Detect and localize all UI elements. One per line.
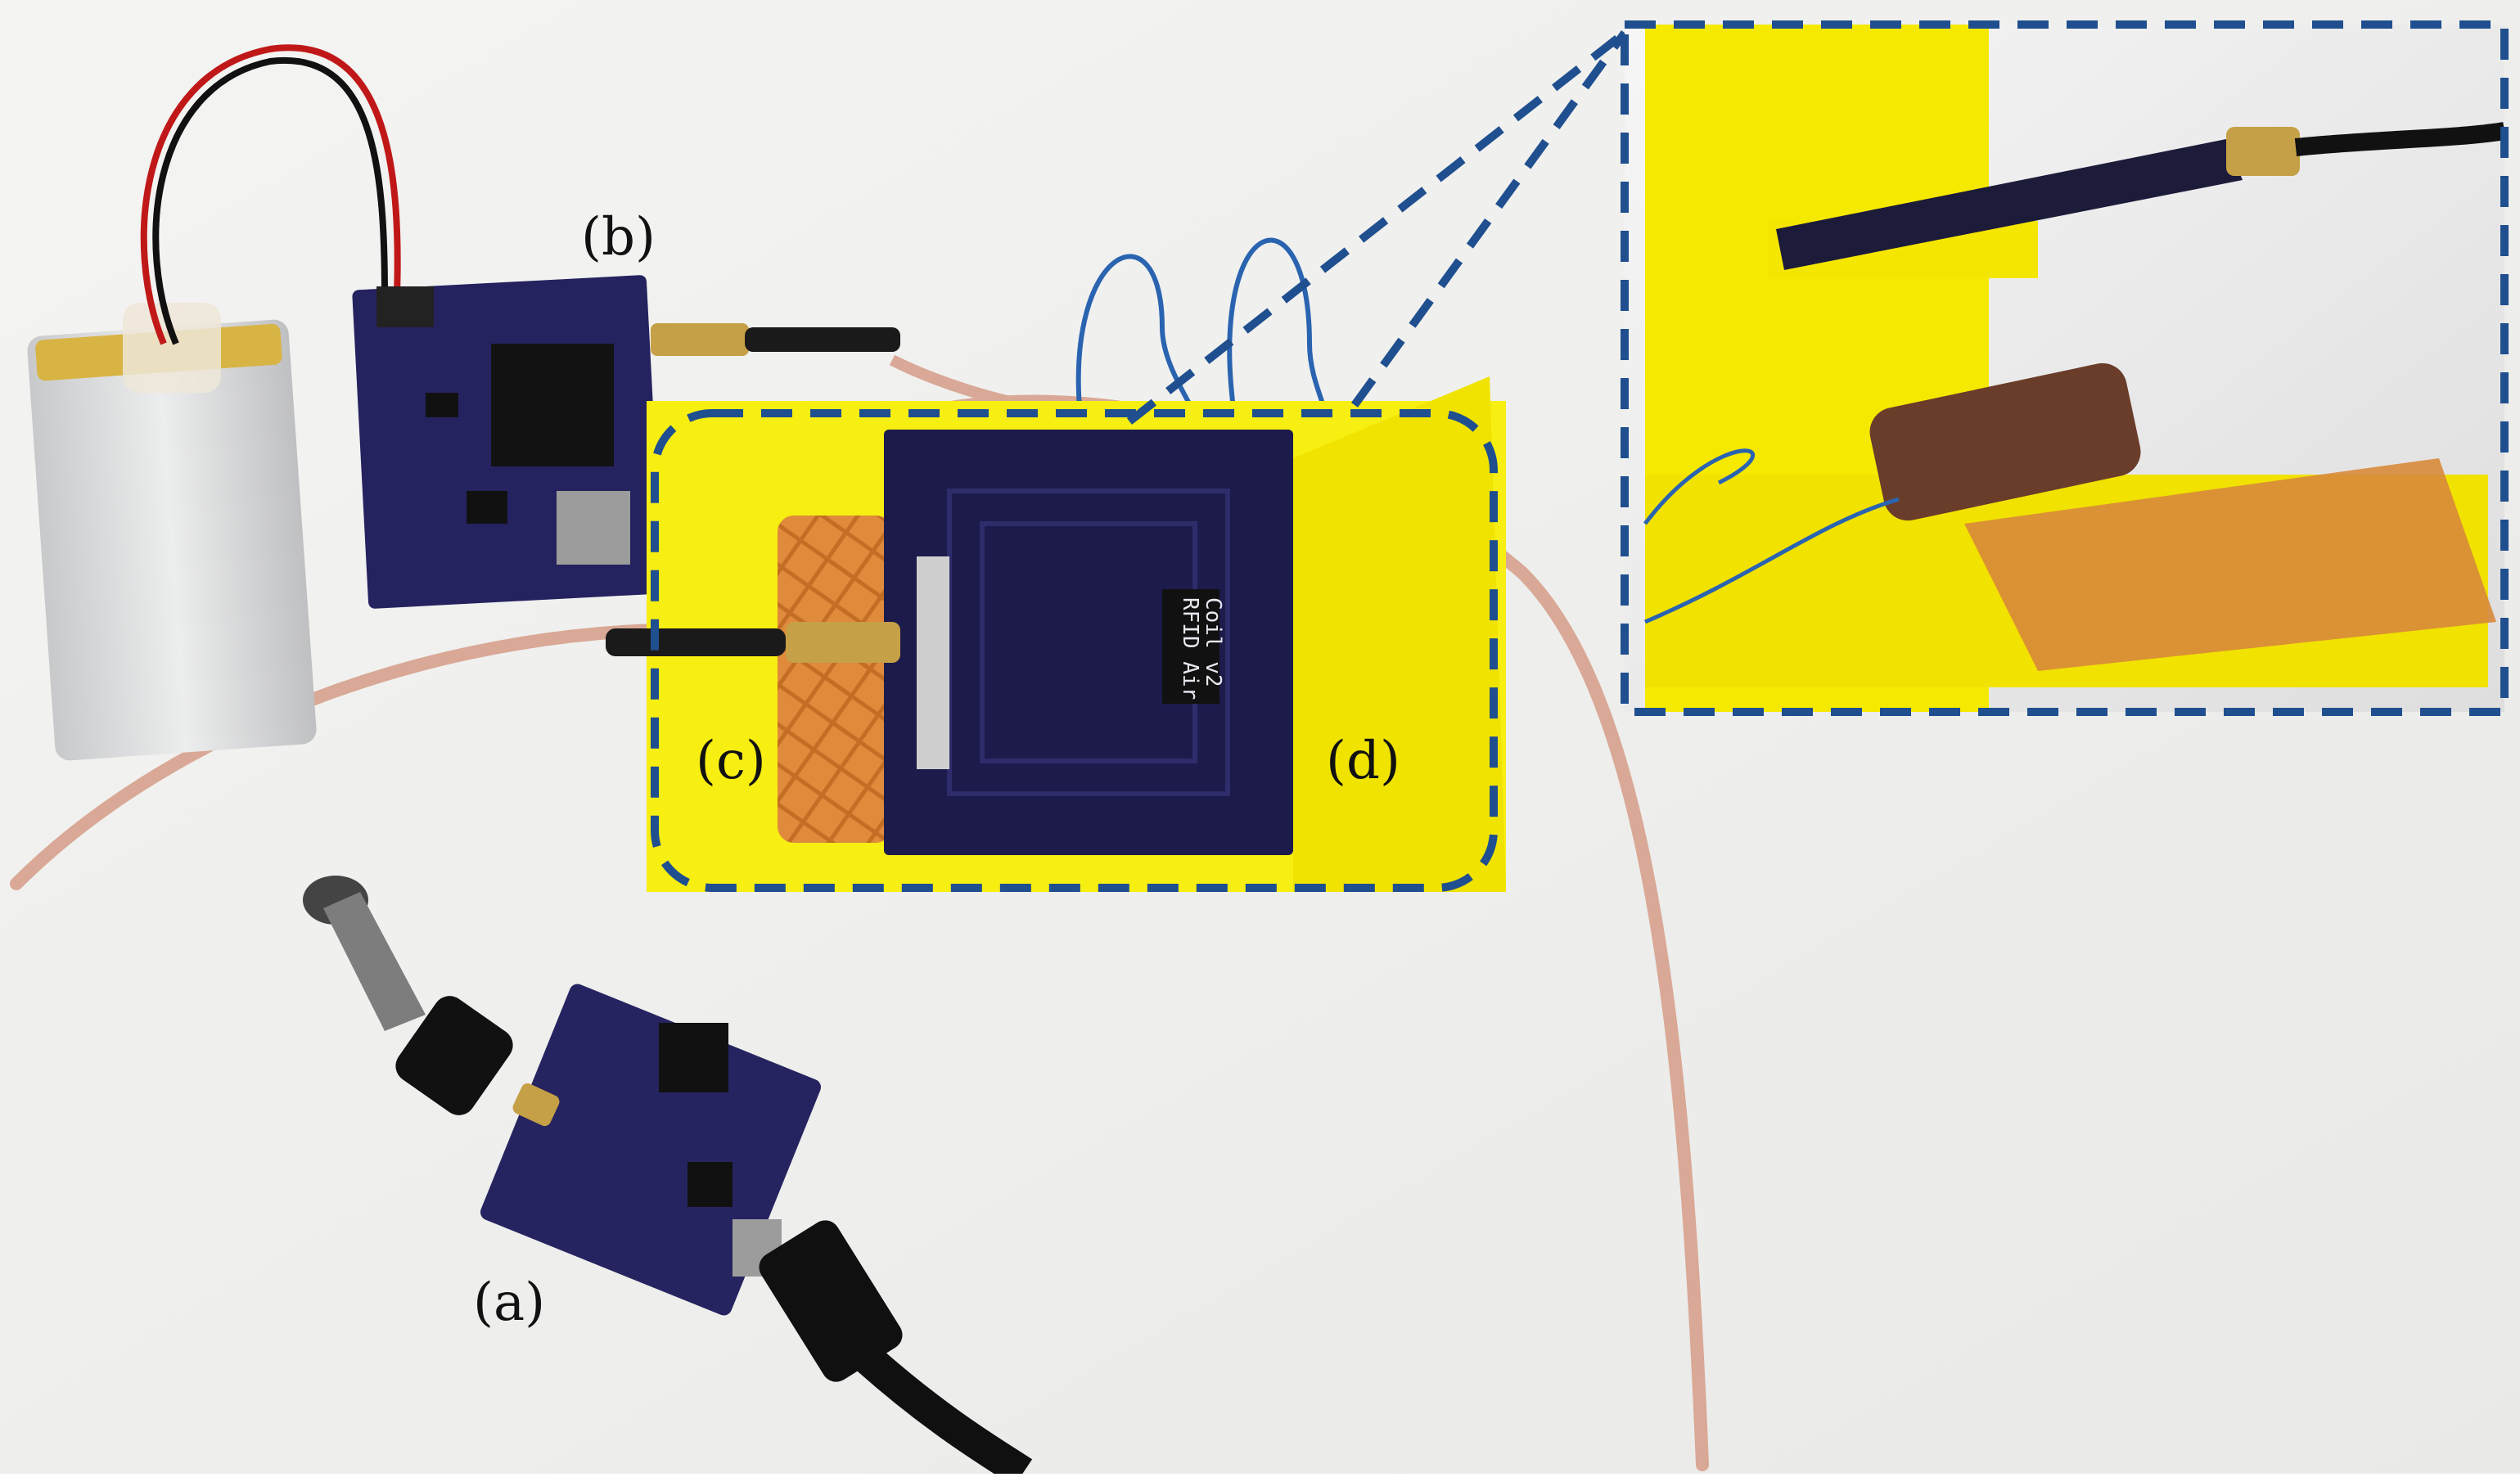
- label-b: (b): [581, 207, 656, 268]
- rfid-coil-silk-1: RFID Air: [1178, 597, 1202, 700]
- implant-coil: [778, 516, 892, 843]
- inset-photo: [1625, 25, 2506, 712]
- callout-line-1: [1126, 29, 1628, 425]
- board-b: [352, 275, 663, 609]
- battery-wires: [140, 44, 401, 345]
- rfid-air-coil-board: [884, 430, 1293, 855]
- antenna: [303, 876, 560, 1127]
- battery: [27, 303, 317, 761]
- callout-line-2: [1350, 30, 1629, 408]
- callout-box-main: [651, 409, 1498, 892]
- sma-connector-c: [606, 628, 786, 656]
- sma-connector-b: [651, 323, 749, 356]
- label-c: (c): [696, 731, 766, 791]
- usb-cable: [759, 1220, 1033, 1477]
- label-d: (d): [1326, 731, 1400, 791]
- rfid-coil-silk-2: Coil v2: [1201, 597, 1225, 687]
- label-a: (a): [473, 1272, 546, 1333]
- board-a: [480, 984, 822, 1316]
